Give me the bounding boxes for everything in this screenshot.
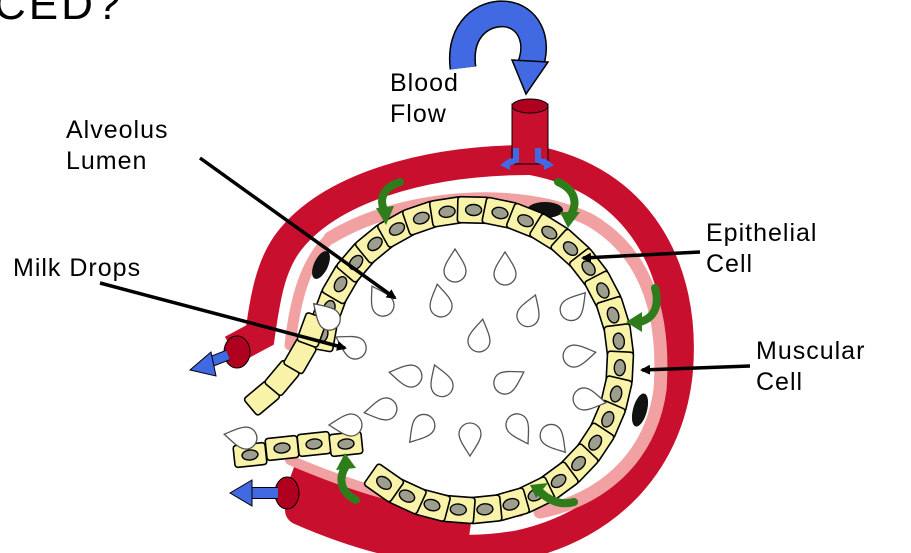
milk-drop [424,361,456,400]
cell-nucleus [614,359,626,376]
cell-nucleus [450,503,467,515]
label-epithelial-cell: Epithelial Cell [706,218,817,280]
epithelial-cell [297,431,331,456]
label-blood-flow-line2: Flow [390,99,459,130]
label-muscular-cell-line1: Muscular [756,336,865,367]
milk-drop [494,252,516,285]
label-milk-drops: Milk Drops [13,253,141,284]
milk-drop [459,423,481,456]
label-muscular-cell: Muscular Cell [756,336,865,398]
milk-drop [401,410,439,449]
label-epithelial-cell-line2: Cell [706,249,817,280]
label-alveolus-lumen-line1: Alveolus [66,115,169,146]
milk-drop [514,291,546,330]
milk-drop [387,361,423,388]
cell-nucleus [465,204,481,215]
milk-drop [329,414,362,436]
label-alveolus-lumen-line2: Lumen [66,146,169,177]
milk-drop [466,317,493,353]
label-epithelial-cell-line1: Epithelial [706,218,817,249]
label-muscular-cell-line2: Cell [756,367,865,398]
milk-drop [490,362,530,398]
label-blood-flow: Blood Flow [390,68,459,130]
milk-drop [362,396,398,423]
milk-drop [536,420,574,459]
label-blood-flow-line1: Blood [390,68,459,99]
milk-drop [502,410,538,450]
epithelial-cell [265,435,299,460]
milk-drop [561,341,597,368]
leader-epithelial-cell [583,252,700,258]
milk-drop [222,423,258,450]
milk-drop [426,282,453,318]
milk-drop [444,249,466,282]
label-alveolus-lumen: Alveolus Lumen [66,115,169,177]
